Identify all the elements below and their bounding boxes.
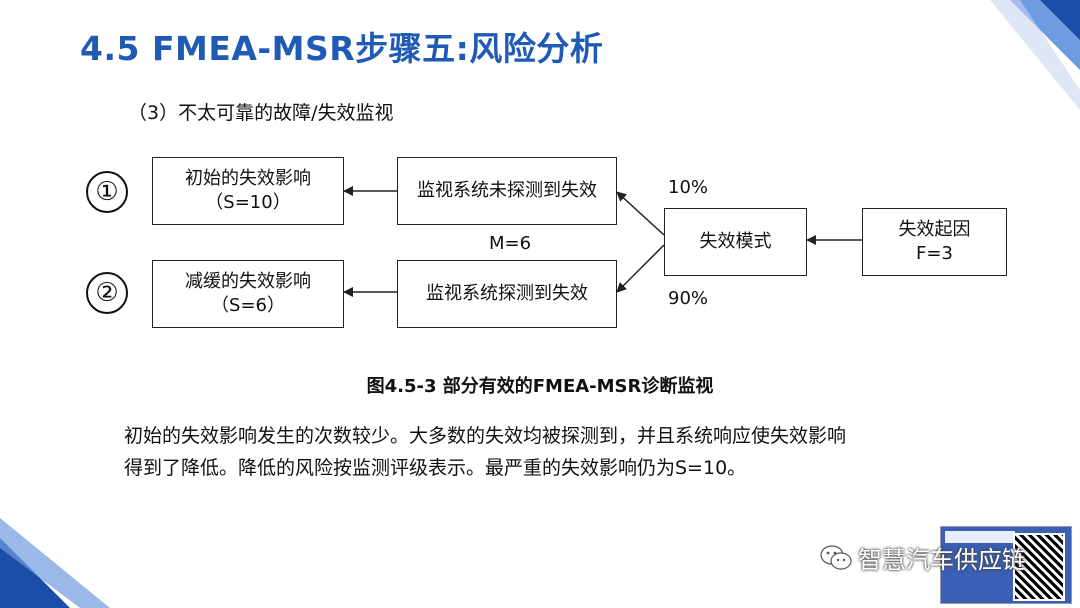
monitor-not-detected-box: 监视系统未探测到失效 xyxy=(397,157,617,225)
arrow-mode-to-not-detected xyxy=(616,191,665,236)
wechat-icon xyxy=(820,544,852,570)
body-line-2: 得到了降低。降低的风险按监测评级表示。最严重的失效影响仍为S=10。 xyxy=(124,457,747,479)
failure-cause-label: 失效起因 xyxy=(898,218,971,240)
failure-mode-box: 失效模式 xyxy=(664,208,807,276)
reduced-effect-box: 减缓的失效影响 （S=6） xyxy=(152,260,344,328)
body-paragraph: 初始的失效影响发生的次数较少。大多数的失效均被探测到，并且系统响应使失效影响 得… xyxy=(124,420,1024,484)
watermark-logo: 智慧汽车供应链 xyxy=(820,540,1026,575)
monitor-not-detected-label: 监视系统未探测到失效 xyxy=(417,179,597,201)
reduced-effect-label: 减缓的失效影响 xyxy=(185,270,311,292)
corner-decoration-top-right xyxy=(990,0,1080,110)
corner-decoration-bottom-left xyxy=(0,518,110,608)
monitor-detected-box: 监视系统探测到失效 xyxy=(397,260,617,328)
arrow-mode-to-detected xyxy=(616,244,665,293)
watermark-text: 智慧汽车供应链 xyxy=(858,546,1026,574)
monitor-detected-label: 监视系统探测到失效 xyxy=(426,282,588,304)
failure-mode-label: 失效模式 xyxy=(699,230,772,252)
failure-cause-box: 失效起因 F=3 xyxy=(862,208,1007,276)
qr-card xyxy=(940,526,1072,604)
initial-effect-severity: （S=10） xyxy=(205,192,291,213)
initial-effect-box: 初始的失效影响 （S=10） xyxy=(152,157,344,225)
failure-cause-frequency: F=3 xyxy=(916,243,953,264)
probability-detected: 90% xyxy=(668,288,709,309)
figure-caption: 图4.5-3 部分有效的FMEA-MSR诊断监视 xyxy=(366,376,714,397)
reduced-effect-severity: （S=6） xyxy=(211,295,285,316)
body-line-1: 初始的失效影响发生的次数较少。大多数的失效均被探测到，并且系统响应使失效影响 xyxy=(124,425,847,447)
initial-effect-label: 初始的失效影响 xyxy=(185,167,311,189)
monitoring-rating: M=6 xyxy=(489,233,532,254)
marker-two: ② xyxy=(86,272,128,314)
marker-one: ① xyxy=(86,171,128,213)
section-subtitle: （3）不太可靠的故障/失效监视 xyxy=(128,102,394,124)
probability-not-detected: 10% xyxy=(668,177,709,198)
page-title: 4.5 FMEA-MSR步骤五:风险分析 xyxy=(80,29,604,68)
qr-card-band xyxy=(945,531,1015,543)
qr-code xyxy=(1013,533,1065,601)
